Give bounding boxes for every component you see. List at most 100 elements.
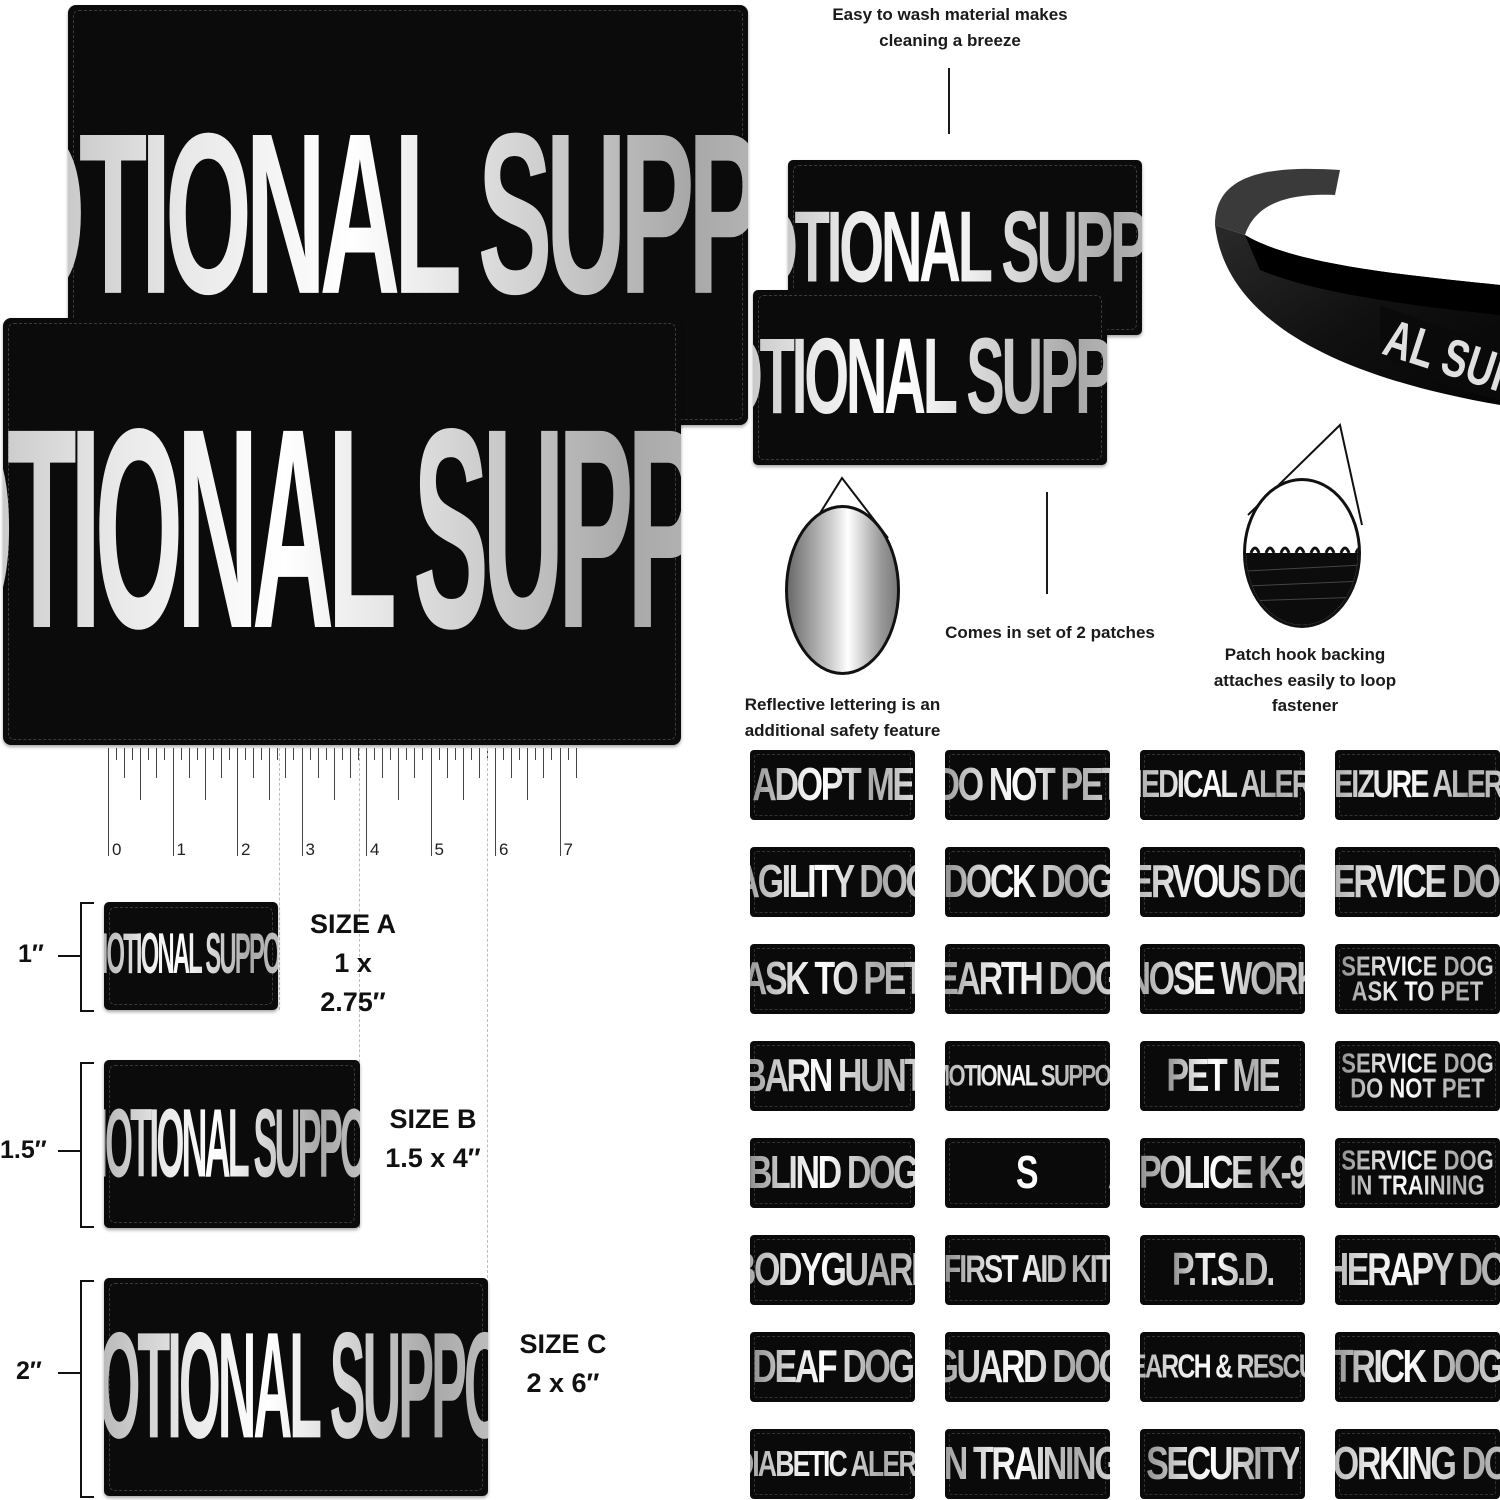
reflective-zoom-circle (785, 505, 900, 675)
caption-set: Comes in set of 2 patches (945, 623, 1155, 642)
patch-variant: TRICK DOG (1335, 1332, 1500, 1402)
guide-size-b (359, 748, 360, 1228)
patch-variant: NOSE WORK (1140, 944, 1305, 1014)
size-a-name: SIZE A (309, 909, 396, 939)
ruler-tick (317, 748, 319, 778)
ruler-tick (253, 748, 255, 778)
set-patch-front: EMOTIONAL SUPPORT (753, 290, 1107, 465)
patch-variant: DO NOT PET (945, 750, 1110, 820)
patch-variant-text: E S A (945, 1150, 1110, 1196)
ruler-label: 4 (370, 840, 380, 859)
patch-variant: BODYGUARD (750, 1235, 915, 1305)
set-patch-back-text: EMOTIONAL SUPPORT (788, 196, 1142, 299)
ruler-tick (406, 748, 408, 760)
patch-variant: DEAF DOG (750, 1332, 915, 1402)
ruler-tick (430, 748, 432, 856)
patch-variant: NERVOUS DOG (1140, 847, 1305, 917)
main-patch-back-text: EMOTIONAL SUPPORT (68, 99, 748, 330)
ruler-tick (196, 748, 198, 760)
bracket-tick-size-a (58, 955, 80, 957)
size-b-patch: EMOTIONAL SUPPORT (104, 1060, 360, 1228)
patch-variant: MEDICAL ALERT (1140, 750, 1305, 820)
patch-variant-text: AGILITY DOG (750, 859, 915, 905)
ruler-label: 0 (112, 840, 122, 859)
caption-set-line (1046, 492, 1048, 594)
guide-size-c (487, 748, 488, 1283)
patch-variant: BARN HUNT (750, 1041, 915, 1111)
ruler-tick (495, 748, 496, 856)
bracket-tick-size-b (58, 1150, 80, 1152)
ruler-tick (382, 748, 384, 778)
patch-variant: ADOPT ME (750, 750, 915, 820)
patch-variant-text: EARTH DOG (945, 956, 1110, 1002)
ruler-tick (478, 748, 480, 778)
ruler-tick (438, 748, 440, 760)
hook-backing-illustration: AL SUPP (1215, 168, 1500, 415)
ruler-tick (349, 748, 351, 778)
caption-wash-line (948, 68, 950, 134)
patch-variant: FIRST AID KIT (945, 1235, 1110, 1305)
size-b-patch-text: EMOTIONAL SUPPORT (104, 1094, 360, 1192)
ruler-tick (301, 748, 303, 856)
guide-size-a (279, 748, 280, 1010)
ruler-tick (374, 748, 376, 760)
patch-variant-grid: ADOPT ME DO NOT PET MEDICAL ALERT SEIZURE A… (750, 750, 1500, 1500)
size-a-patch-text: EMOTIONAL SUPPORT (104, 926, 278, 985)
patch-variant-text: BLIND DOG (750, 1150, 915, 1196)
patch-variant: POLICE K-9 (1140, 1138, 1305, 1208)
ruler-tick (188, 748, 190, 778)
patch-variant: SEARCH & RESCUE (1140, 1332, 1305, 1402)
patch-variant-text: FIRST AID KIT (945, 1247, 1110, 1292)
patch-variant: DOCK DOG (945, 847, 1110, 917)
ruler-label: 1 (176, 840, 186, 859)
ruler-tick (503, 748, 505, 760)
ruler-tick (414, 748, 416, 778)
patch-variant-text: DO NOT PET (945, 762, 1110, 808)
ruler-tick (366, 748, 367, 856)
ruler-tick (285, 748, 287, 778)
ruler-tick (245, 748, 247, 760)
ruler-tick (180, 748, 182, 760)
bracket-size-a (80, 902, 94, 1012)
ruler-tick (446, 748, 448, 778)
patch-variant: SERVICE DOG (1335, 847, 1500, 917)
ruler-tick (333, 748, 335, 800)
patch-variant-text: SEIZURE ALERT (1335, 765, 1500, 805)
ruler-tick (551, 748, 553, 760)
ruler-tick (156, 748, 158, 778)
ruler-tick (357, 748, 359, 760)
patch-variant-text: TRICK DOG (1335, 1344, 1500, 1390)
ruler-tick (261, 748, 263, 760)
patch-variant-text: BODYGUARD (750, 1247, 915, 1293)
patch-variant-text: PET ME (1166, 1050, 1281, 1102)
height-label-size-a: 1″ (18, 940, 44, 968)
patch-variant: PET ME (1140, 1041, 1305, 1111)
ruler-tick (140, 748, 142, 800)
size-a-dims: 1 x 2.75″ (320, 948, 386, 1018)
height-label-size-c: 2″ (16, 1357, 42, 1385)
patch-variant: SEIZURE ALERT (1335, 750, 1500, 820)
ruler-tick (293, 748, 295, 760)
size-c-patch: EMOTIONAL SUPPORT (104, 1278, 488, 1496)
size-c-name: SIZE C (519, 1329, 607, 1359)
patch-variant-text: P.T.S.D. (1171, 1244, 1276, 1296)
set-patch-front-text: EMOTIONAL SUPPORT (753, 323, 1107, 431)
patch-variant-text: IN TRAINING (945, 1441, 1110, 1487)
patch-variant-text: SEARCH & RESCUE (1140, 1350, 1305, 1384)
main-patch-front-text: EMOTIONAL SUPPORT (3, 388, 681, 674)
patch-variant: DIABETIC ALERT (750, 1429, 915, 1499)
caption-wash: Easy to wash material makes cleaning a b… (832, 5, 1068, 50)
bracket-size-b (80, 1062, 94, 1228)
bracket-size-c (80, 1280, 94, 1498)
ruler-tick (116, 748, 118, 760)
height-label-size-b: 1.5″ (0, 1136, 47, 1164)
patch-variant-text: DOCK DOG (945, 856, 1110, 908)
